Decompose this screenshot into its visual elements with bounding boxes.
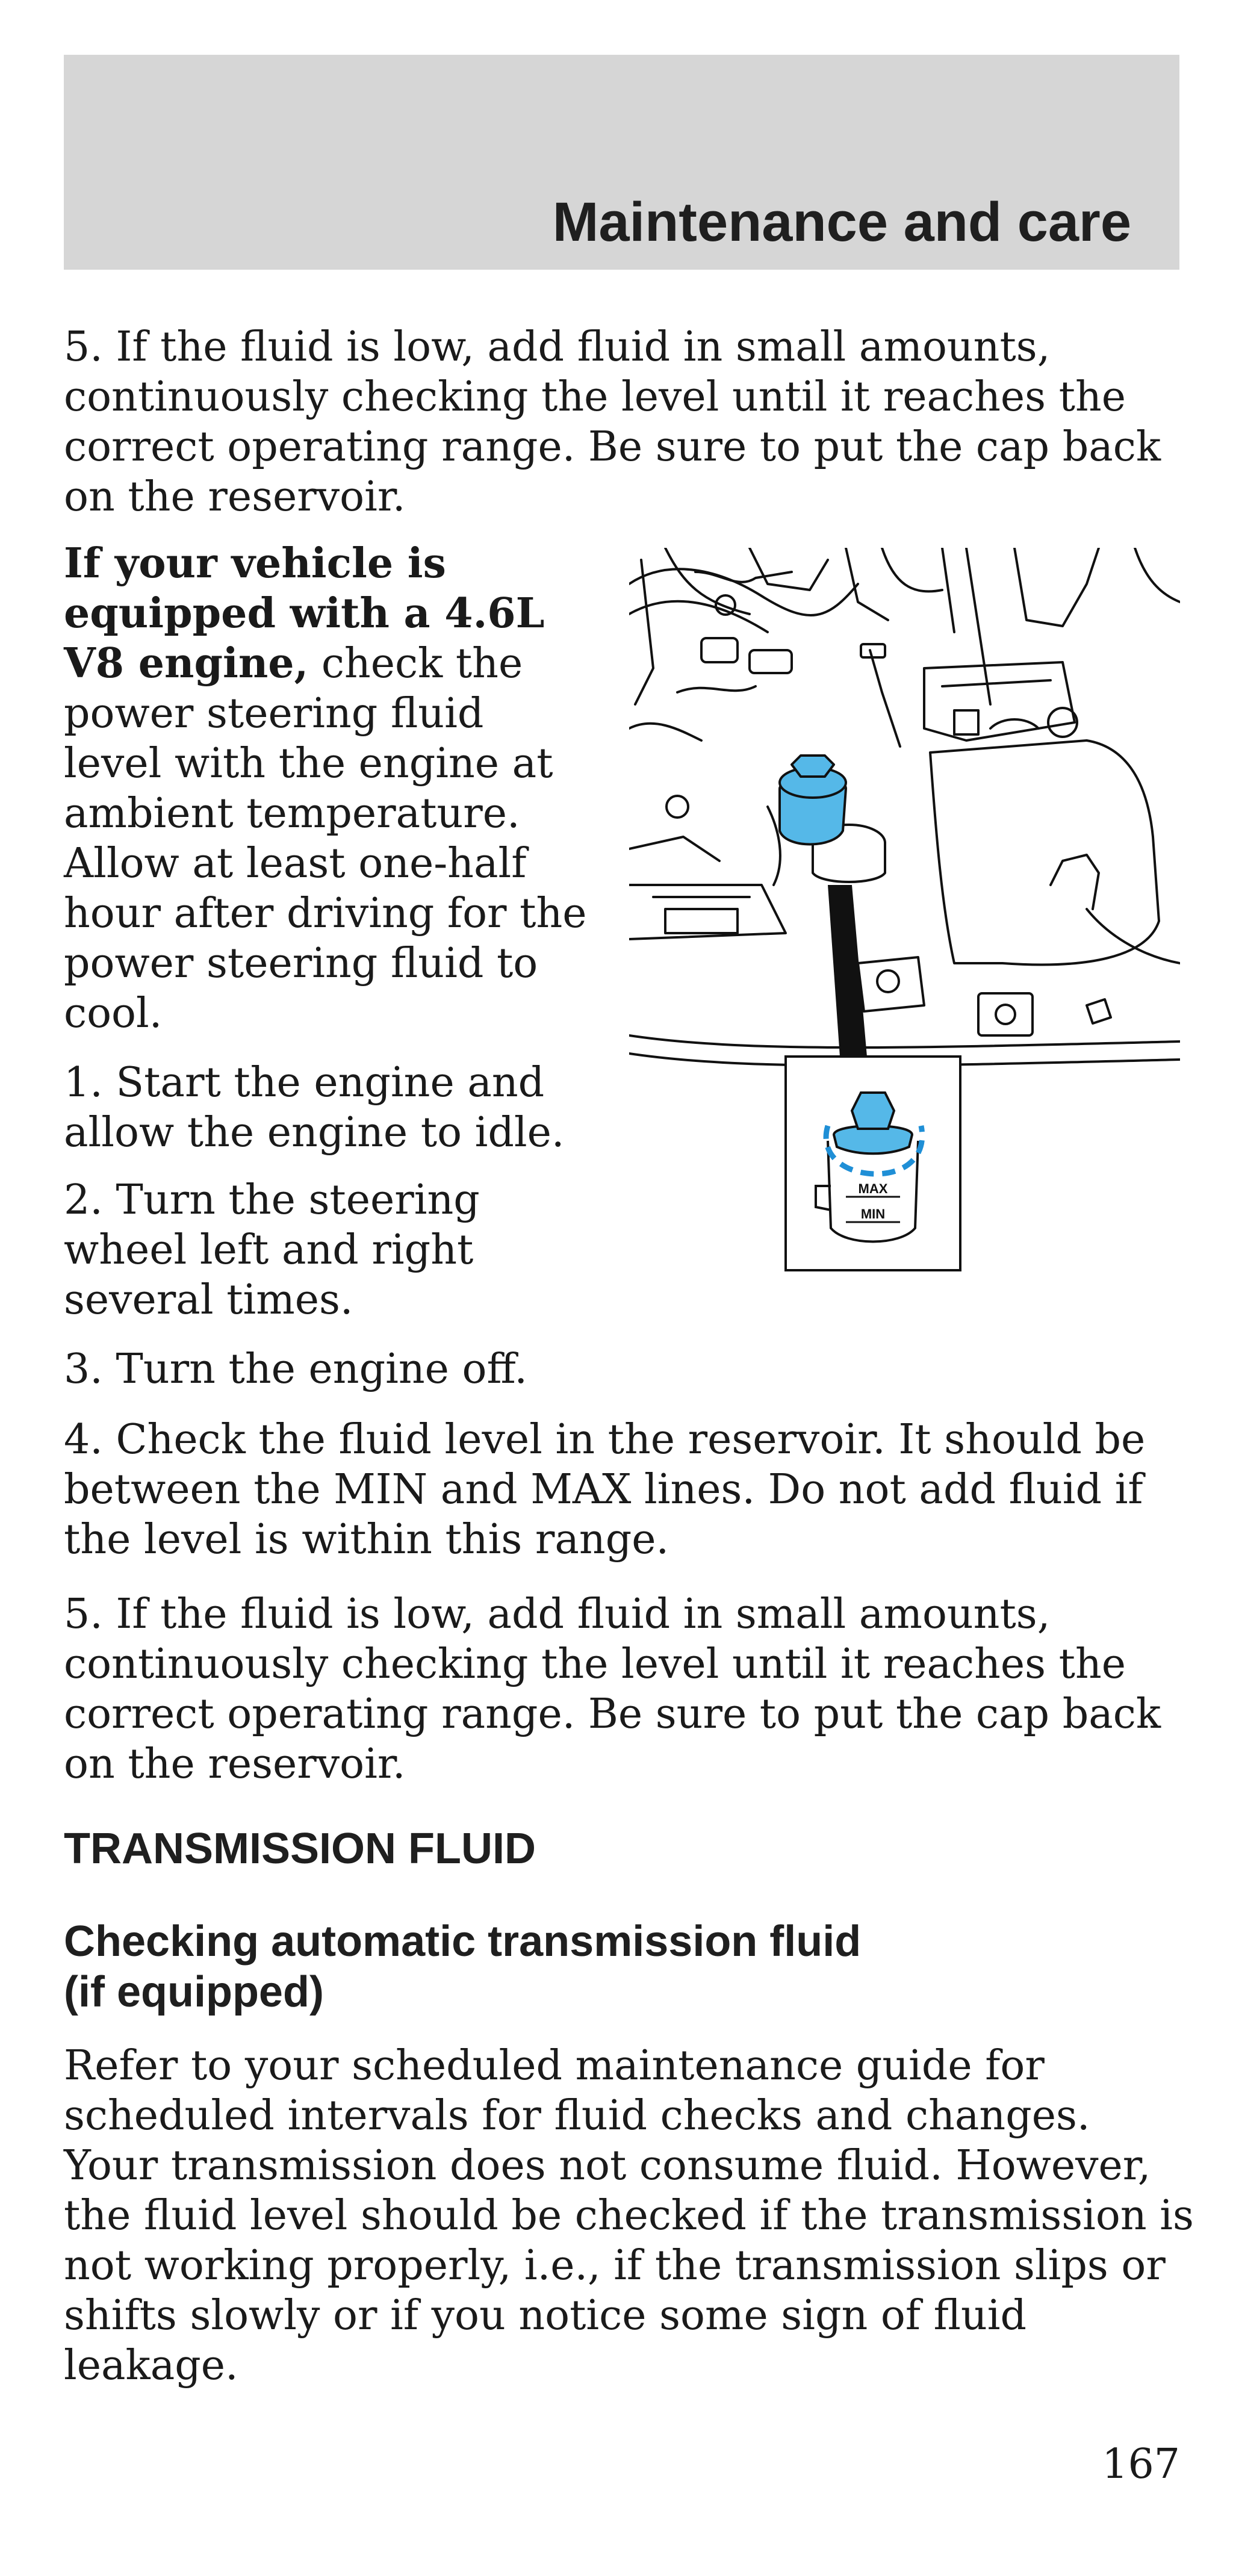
engine-note-text: check the power steering fluid level wit… — [64, 640, 587, 1037]
engine-note-bold: If your vehicle is equipped with a 4.6L … — [64, 539, 545, 687]
step-1: 1. Start the engine and allow the engine… — [64, 1059, 565, 1156]
subsection-title: Checking automatic transmission fluid(if… — [64, 1916, 861, 2017]
step-4: 4. Check the fluid level in the reservoi… — [64, 1416, 1146, 1563]
reservoir-inset: MAX MIN — [784, 1055, 961, 1271]
paragraph-transmission-body: Refer to your scheduled maintenance guid… — [64, 2042, 1194, 2389]
subsection-title-line1: Checking automatic transmission fluid — [64, 1917, 862, 1966]
header-band: Maintenance and care — [64, 55, 1179, 270]
step-3: 3. Turn the engine off. — [64, 1345, 527, 1393]
step-2: 2. Turn the steering wheel left and righ… — [64, 1176, 480, 1324]
max-label: MAX — [859, 1181, 888, 1196]
min-label: MIN — [861, 1206, 885, 1221]
paragraph-step-5-top: 5. If the fluid is low, add fluid in sma… — [64, 323, 1161, 521]
page-number: 167 — [1102, 2441, 1180, 2488]
step-5: 5. If the fluid is low, add fluid in sma… — [64, 1591, 1161, 1788]
engine-reservoir-illustration: MAX MIN — [629, 548, 1180, 1271]
paragraph-engine-note: If your vehicle is equipped with a 4.6L … — [64, 539, 594, 1038]
reservoir-highlight — [778, 754, 847, 846]
section-title: TRANSMISSION FLUID — [64, 1825, 536, 1873]
callout-wedge — [828, 885, 867, 1057]
subsection-title-line2: (if equipped) — [64, 1968, 324, 2016]
page-title: Maintenance and care — [552, 191, 1131, 253]
